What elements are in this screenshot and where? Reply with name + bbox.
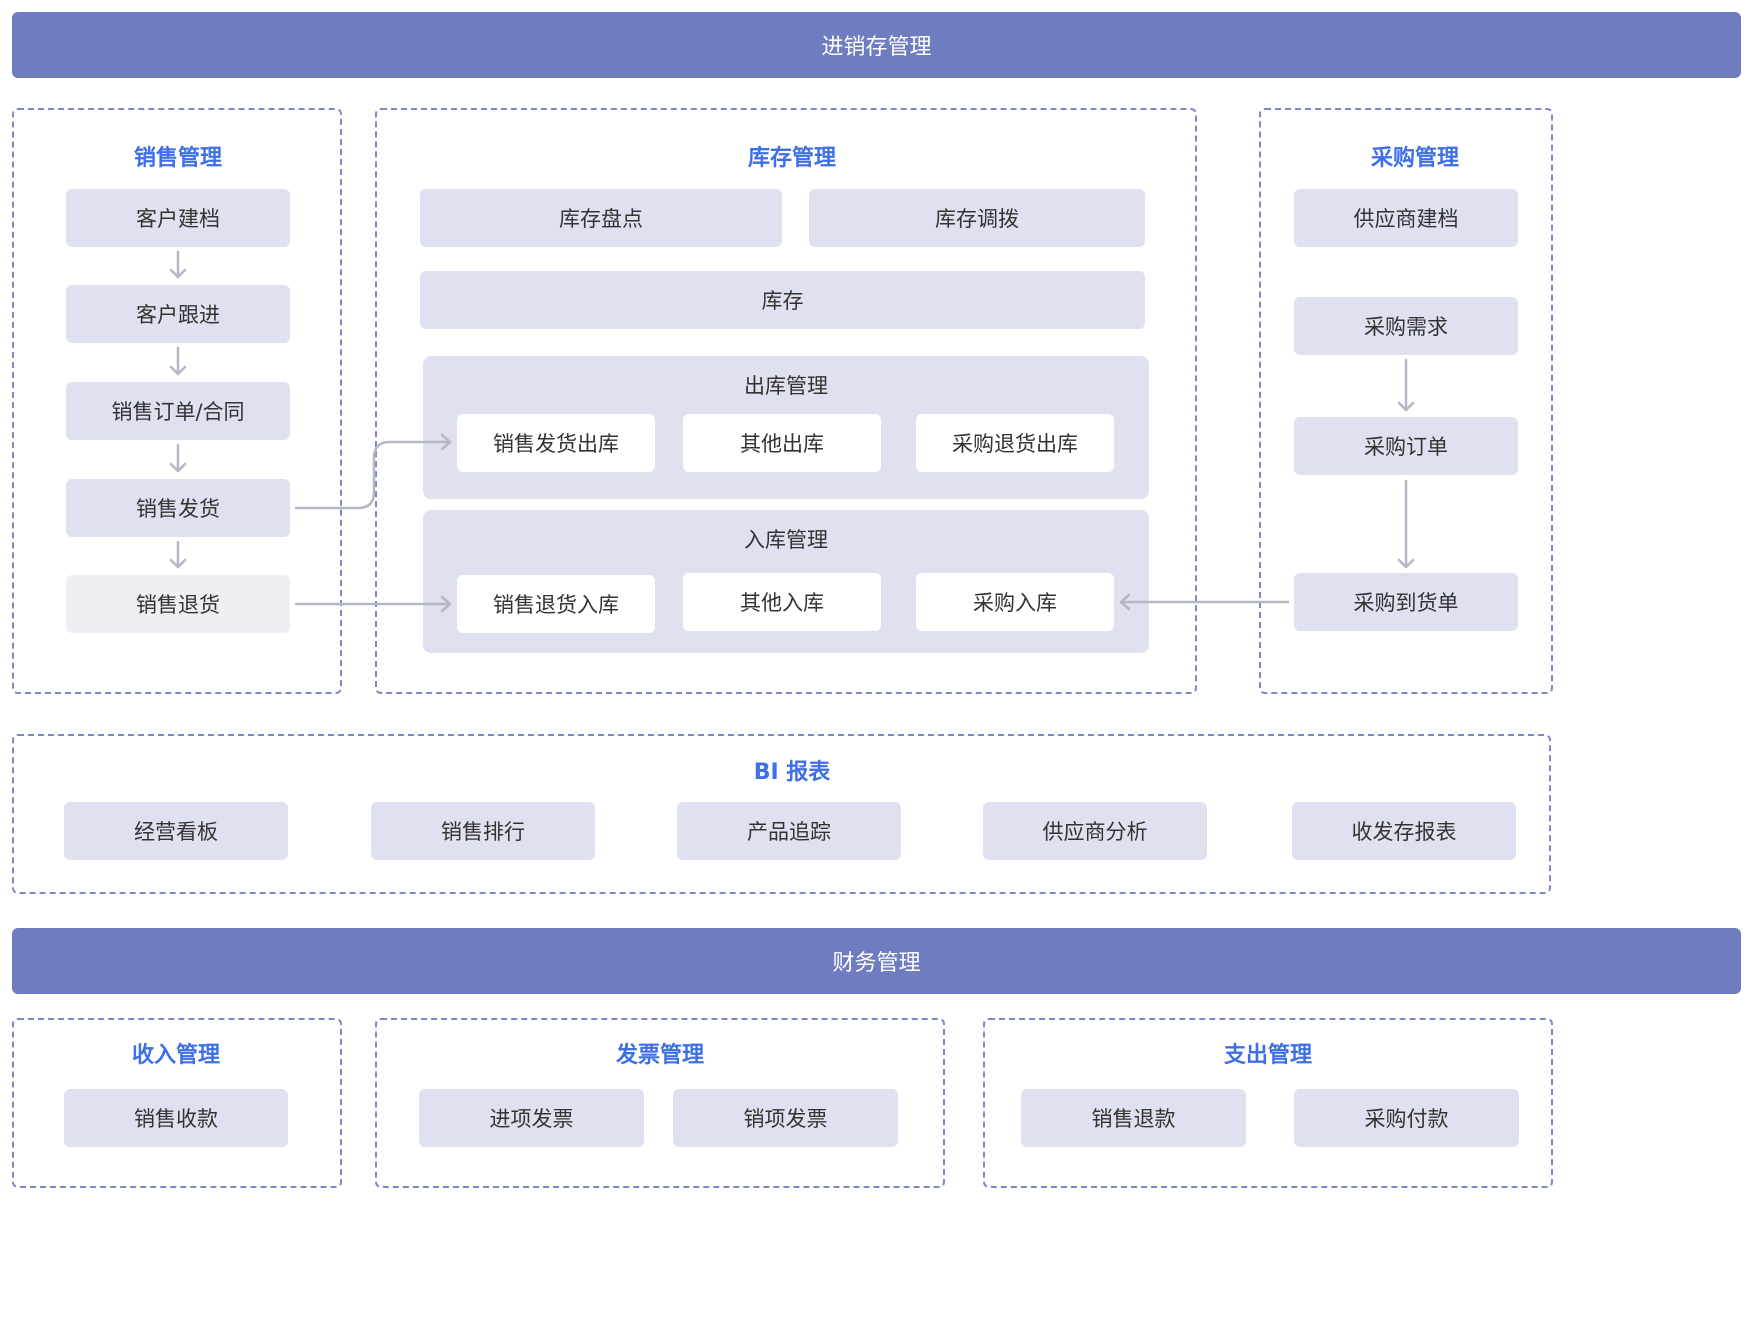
inventory-management-panel [375,108,1197,694]
purchase-payment-box: 采购付款 [1294,1089,1519,1147]
expense-management-title: 支出管理 [1223,1043,1313,1068]
customer-profile-box: 客户建档 [66,189,290,247]
supplier-profile-box: 供应商建档 [1294,189,1518,247]
other-outbound-box: 其他出库 [683,414,881,472]
sales-management-panel [12,108,342,694]
outbound-management-title: 出库管理 [744,374,828,398]
other-inbound-box: 其他入库 [683,573,881,631]
stock-box: 库存 [420,271,1145,329]
purchase-return-outbound-box: 采购退货出库 [916,414,1114,472]
stock-transfer-box: 库存调拨 [809,189,1145,247]
sales-refund-box: 销售退款 [1021,1089,1246,1147]
inventory-flow-report-box: 收发存报表 [1292,802,1516,860]
purchase-demand-box: 采购需求 [1294,297,1518,355]
product-tracking-box: 产品追踪 [677,802,901,860]
sales-ranking-box: 销售排行 [371,802,595,860]
purchase-inbound-box: 采购入库 [916,573,1114,631]
inbound-management-title: 入库管理 [744,528,828,552]
invoice-management-title: 发票管理 [615,1043,705,1068]
purchase-management-panel [1259,108,1553,694]
sales-return-inbound-box: 销售退货入库 [457,575,655,633]
finance-management-band: 财务管理 [12,928,1741,994]
sales-collection-box: 销售收款 [64,1089,288,1147]
stocktake-box: 库存盘点 [420,189,782,247]
sales-management-title: 销售管理 [133,146,223,171]
sales-shipment-box: 销售发货 [66,479,290,537]
expense-management-panel [983,1018,1553,1188]
business-dashboard-box: 经营看板 [64,802,288,860]
sales-shipment-outbound-box: 销售发货出库 [457,414,655,472]
income-management-panel [12,1018,342,1188]
income-management-title: 收入管理 [131,1043,221,1068]
sales-order-contract-box: 销售订单/合同 [66,382,290,440]
output-invoice-box: 销项发票 [673,1089,898,1147]
purchase-management-title: 采购管理 [1370,146,1460,171]
top-band-inventory-management: 进销存管理 [12,12,1741,78]
supplier-analysis-box: 供应商分析 [983,802,1207,860]
sales-return-box: 销售退货 [66,575,290,633]
invoice-management-panel [375,1018,945,1188]
input-invoice-box: 进项发票 [419,1089,644,1147]
purchase-receipt-box: 采购到货单 [1294,573,1518,631]
customer-follow-up-box: 客户跟进 [66,285,290,343]
bi-report-panel [12,734,1551,894]
inventory-management-title: 库存管理 [747,146,837,171]
purchase-order-box: 采购订单 [1294,417,1518,475]
bi-report-title: BI 报表 [753,760,831,785]
